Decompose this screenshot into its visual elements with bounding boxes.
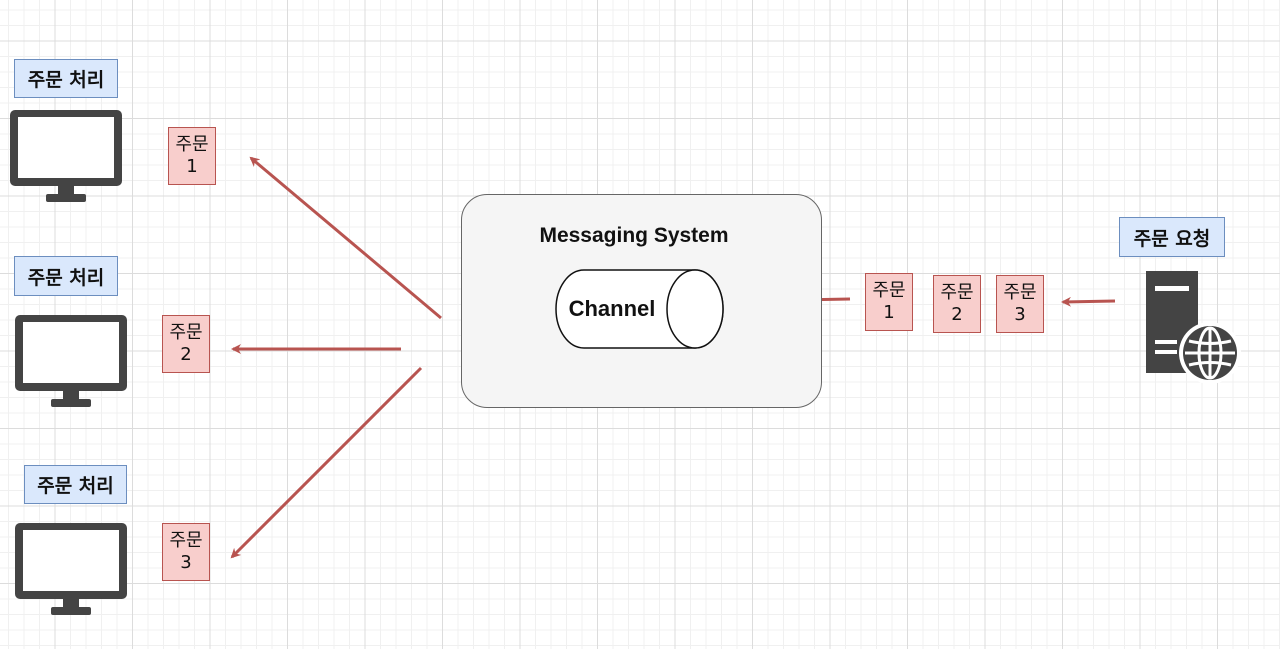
channel-label: Channel	[568, 296, 656, 321]
web-server-icon	[1146, 271, 1241, 384]
message-number: 3	[1014, 304, 1026, 325]
processor-label: 주문 처리	[14, 59, 118, 98]
message-label: 주문	[175, 134, 209, 155]
message-label: 주문	[169, 322, 203, 343]
processor-label: 주문 처리	[24, 465, 127, 504]
incoming-message: 주문 2	[933, 275, 981, 333]
outgoing-message: 주문 3	[162, 523, 210, 581]
message-label: 주문	[940, 282, 974, 303]
monitor-icon	[15, 315, 127, 407]
arrow-from-requester	[1061, 296, 1116, 307]
message-label: 주문	[169, 530, 203, 551]
message-number: 1	[883, 302, 895, 323]
message-number: 3	[180, 552, 192, 573]
arrow-to-processor-1	[249, 156, 442, 320]
requester-label: 주문 요청	[1119, 217, 1225, 257]
arrow-to-processor-3	[230, 366, 423, 559]
message-number: 1	[186, 156, 198, 177]
channel-cylinder	[555, 269, 724, 349]
outgoing-message: 주문 2	[162, 315, 210, 373]
incoming-message: 주문 3	[996, 275, 1044, 333]
message-number: 2	[951, 304, 963, 325]
processor-label: 주문 처리	[14, 256, 118, 296]
monitor-icon	[10, 110, 122, 202]
messaging-system-title: Messaging System	[539, 224, 729, 247]
message-number: 2	[180, 344, 192, 365]
incoming-message: 주문 1	[865, 273, 913, 331]
outgoing-message: 주문 1	[168, 127, 216, 185]
monitor-icon	[15, 523, 127, 615]
message-label: 주문	[872, 280, 906, 301]
message-label: 주문	[1003, 282, 1037, 303]
